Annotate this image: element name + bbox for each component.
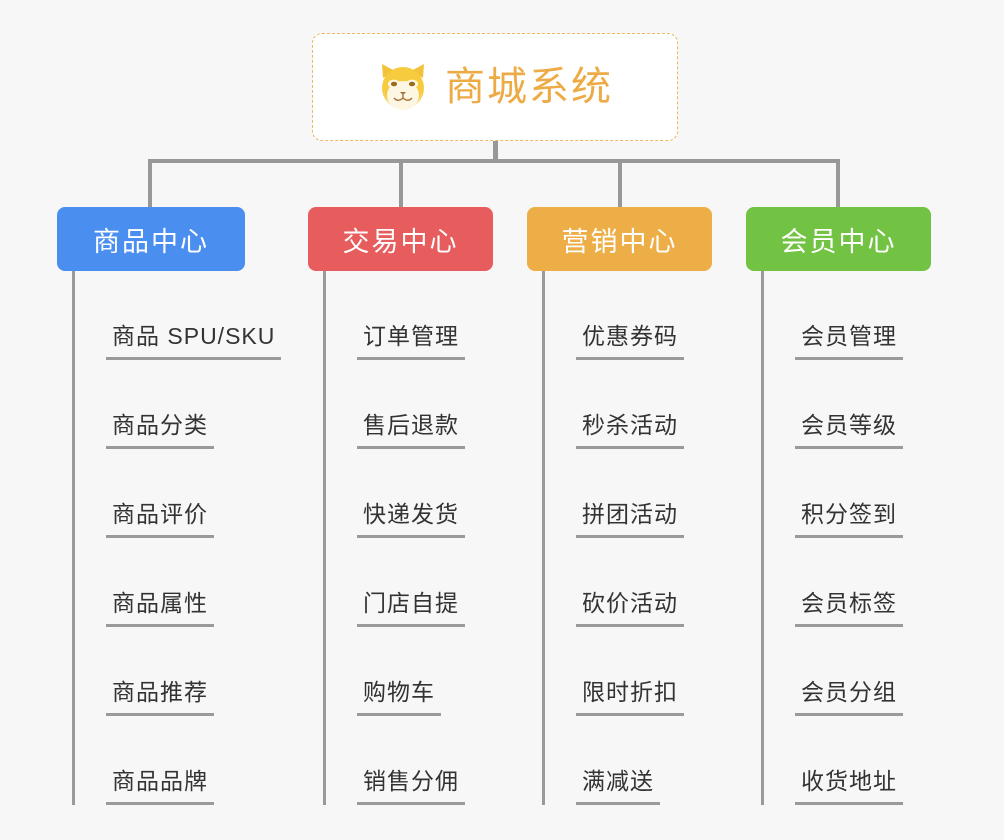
leaf-item[interactable]: 商品品牌 [72,716,245,805]
leaf-label: 限时折扣 [576,681,684,716]
leaf-label: 商品推荐 [106,681,214,716]
connector-horizontal-bar [150,159,840,163]
branch-spine-3 [542,271,545,805]
leaf-label: 拼团活动 [576,503,684,538]
connector-drop-1 [148,159,152,208]
branch-spine-4 [761,271,764,805]
leaf-item[interactable]: 商品属性 [72,538,245,627]
leaf-label: 满减送 [576,770,660,805]
branch-商品中心: 商品中心 商品 SPU/SKU 商品分类 商品评价 商品属性 商品推荐 商品品牌 [57,207,282,805]
root-title: 商城系统 [445,65,613,109]
connector-root-stem [493,141,498,163]
branch-header-2[interactable]: 交易中心 [308,207,493,271]
shiba-dog-icon [377,62,429,112]
branch-header-1[interactable]: 商品中心 [57,207,245,271]
leaf-label: 砍价活动 [576,592,684,627]
leaf-label: 商品属性 [106,592,214,627]
leaf-label: 门店自提 [357,592,465,627]
leaf-item[interactable]: 售后退款 [323,360,493,449]
leaf-item[interactable]: 快递发货 [323,449,493,538]
leaf-item[interactable]: 收货地址 [761,716,931,805]
leaf-label: 会员管理 [795,325,903,360]
leaf-item[interactable]: 订单管理 [323,271,493,360]
leaf-item[interactable]: 拼团活动 [542,449,712,538]
leaf-item[interactable]: 会员管理 [761,271,931,360]
leaf-label: 积分签到 [795,503,903,538]
leaf-item[interactable]: 会员标签 [761,538,931,627]
leaf-item[interactable]: 商品评价 [72,449,245,538]
leaf-label: 商品品牌 [106,770,214,805]
branch-children-1: 商品 SPU/SKU 商品分类 商品评价 商品属性 商品推荐 商品品牌 [57,271,282,805]
root-node[interactable]: 商城系统 [312,33,678,141]
branch-header-label-1: 商品中心 [93,226,209,257]
leaf-label: 会员标签 [795,592,903,627]
connector-drop-2 [399,159,403,208]
leaf-label: 销售分佣 [357,770,465,805]
connector-drop-3 [618,159,622,208]
branch-header-3[interactable]: 营销中心 [527,207,712,271]
branch-header-4[interactable]: 会员中心 [746,207,931,271]
leaf-item[interactable]: 商品 SPU/SKU [72,271,282,360]
leaf-label: 订单管理 [357,325,465,360]
leaf-label: 会员分组 [795,681,903,716]
leaf-label: 商品分类 [106,414,214,449]
leaf-label: 商品评价 [106,503,214,538]
leaf-item[interactable]: 砍价活动 [542,538,712,627]
leaf-item[interactable]: 会员等级 [761,360,931,449]
leaf-item[interactable]: 限时折扣 [542,627,712,716]
branch-children-2: 订单管理 售后退款 快递发货 门店自提 购物车 销售分佣 [308,271,493,805]
branch-营销中心: 营销中心 优惠券码 秒杀活动 拼团活动 砍价活动 限时折扣 满减送 [527,207,712,805]
leaf-label: 商品 SPU/SKU [106,325,282,360]
leaf-label: 优惠券码 [576,325,684,360]
leaf-label: 会员等级 [795,414,903,449]
branch-spine-1 [72,271,75,805]
leaf-item[interactable]: 优惠券码 [542,271,712,360]
branch-children-3: 优惠券码 秒杀活动 拼团活动 砍价活动 限时折扣 满减送 [527,271,712,805]
branch-交易中心: 交易中心 订单管理 售后退款 快递发货 门店自提 购物车 销售分佣 [308,207,493,805]
branch-children-4: 会员管理 会员等级 积分签到 会员标签 会员分组 收货地址 [746,271,931,805]
leaf-item[interactable]: 会员分组 [761,627,931,716]
branch-header-label-3: 营销中心 [561,226,678,257]
connector-drop-4 [836,159,840,208]
leaf-label: 秒杀活动 [576,414,684,449]
leaf-item[interactable]: 销售分佣 [323,716,493,805]
branch-header-label-4: 会员中心 [780,226,897,257]
leaf-item[interactable]: 商品推荐 [72,627,245,716]
leaf-item[interactable]: 满减送 [542,716,712,805]
leaf-item[interactable]: 购物车 [323,627,493,716]
leaf-item[interactable]: 积分签到 [761,449,931,538]
leaf-label: 快递发货 [357,503,465,538]
branch-header-label-2: 交易中心 [342,226,459,257]
leaf-label: 售后退款 [357,414,465,449]
leaf-label: 购物车 [357,681,441,716]
leaf-item[interactable]: 商品分类 [72,360,245,449]
leaf-label: 收货地址 [795,770,903,805]
branch-会员中心: 会员中心 会员管理 会员等级 积分签到 会员标签 会员分组 收货地址 [746,207,931,805]
leaf-item[interactable]: 门店自提 [323,538,493,627]
branch-spine-2 [323,271,326,805]
leaf-item[interactable]: 秒杀活动 [542,360,712,449]
